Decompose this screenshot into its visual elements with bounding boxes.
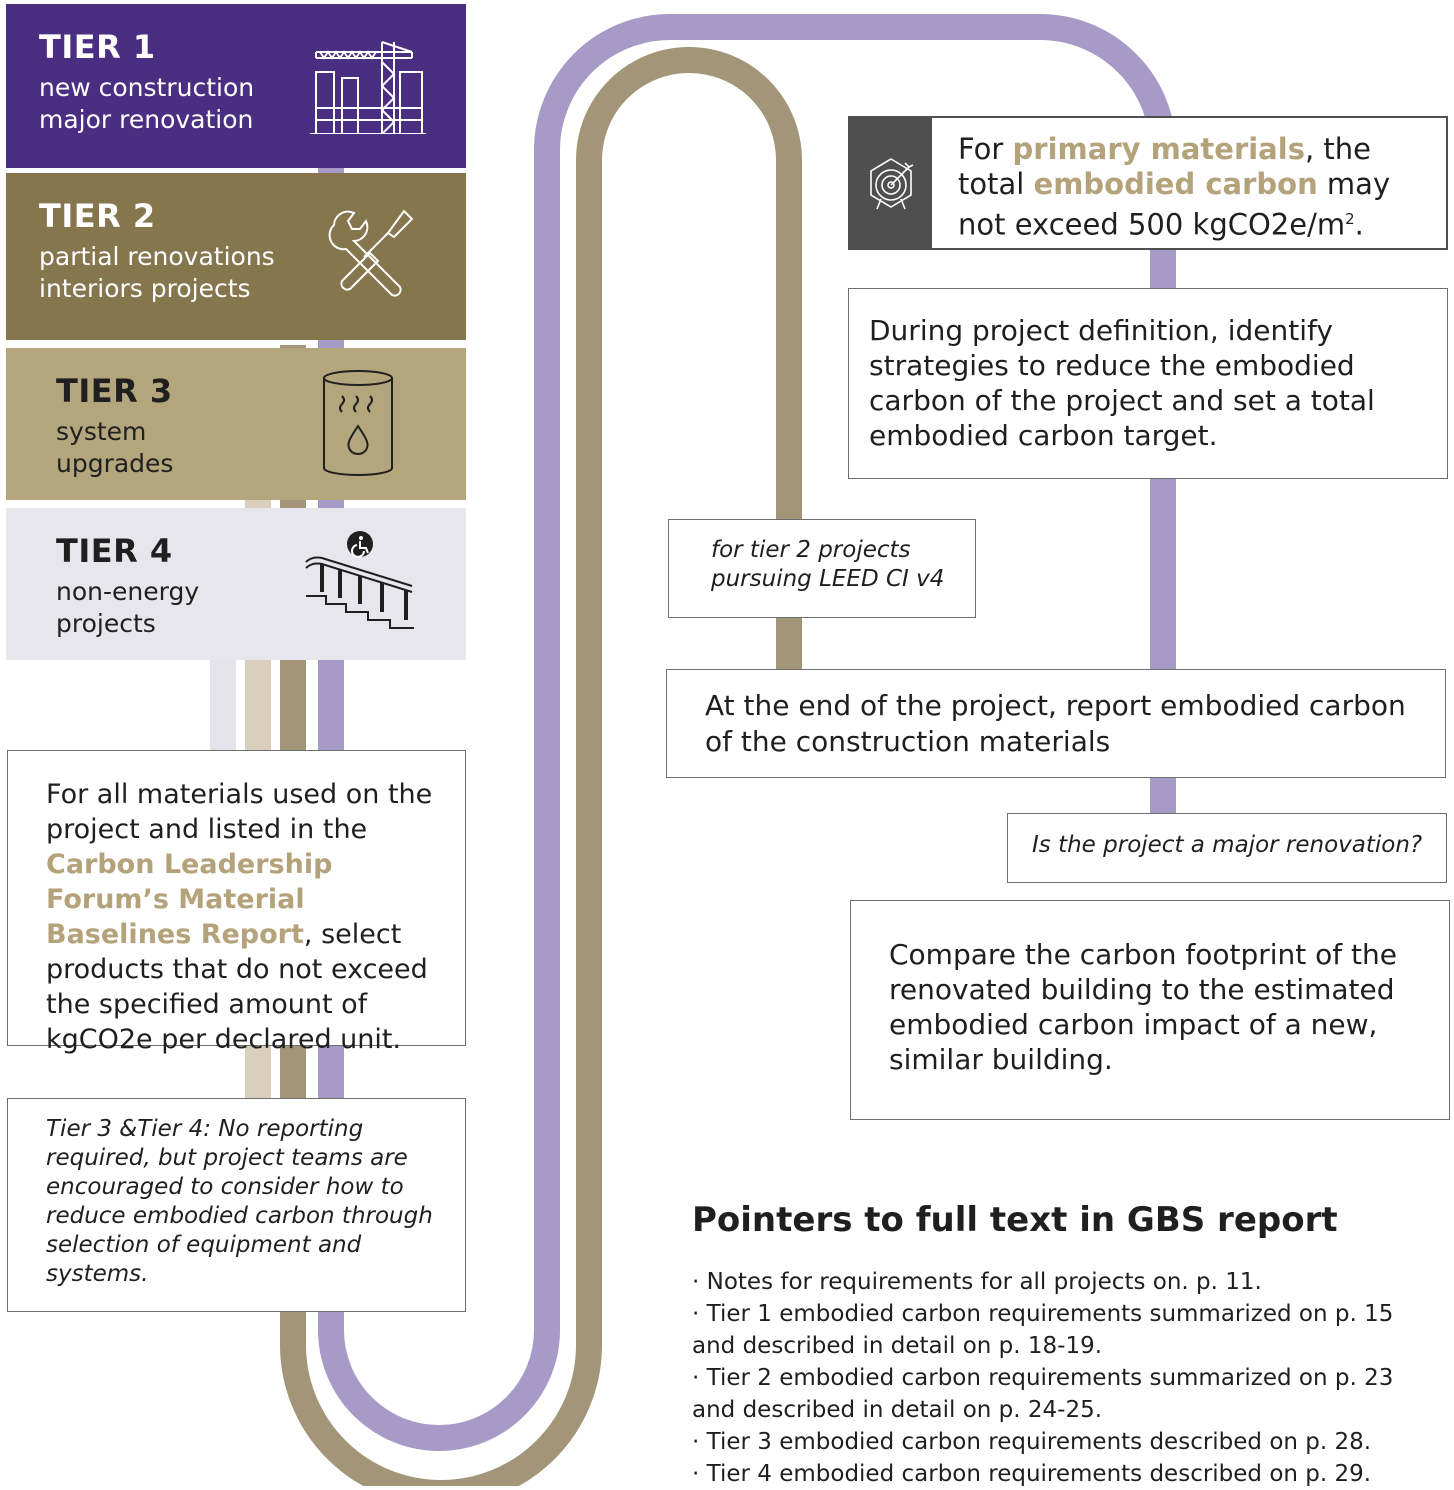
tier-3-4-note-box: Tier 3 &Tier 4: No reporting required, b… [7, 1098, 466, 1312]
materials-highlight: Carbon Leadership Forum’s Material Basel… [46, 849, 333, 950]
major-renovation-question-box: Is the project a major renovation? [1007, 813, 1447, 883]
accessible-stairs-icon [305, 531, 414, 629]
target-text-3: may not exceed 500 kgCO2e/m [958, 167, 1391, 242]
definition-box: During project definition, identify stra… [848, 288, 1448, 479]
pointer-item: · Tier 2 embodied carbon requirements su… [692, 1365, 1394, 1423]
tier-2-note-text: for tier 2 projects pursuing LEED CI v4 [711, 537, 945, 592]
water-heater-icon [323, 370, 393, 476]
pointer-item: · Tier 1 embodied carbon requirements su… [692, 1301, 1394, 1359]
pointers-title: Pointers to full text in GBS report [692, 1200, 1338, 1240]
pointer-item: · Tier 3 embodied carbon requirements de… [692, 1429, 1372, 1455]
crane-icon [310, 41, 426, 134]
major-renovation-question-text: Is the project a major renovation? [1032, 832, 1423, 858]
definition-text: During project definition, identify stra… [869, 314, 1375, 452]
materials-text-pre: For all materials used on the project an… [46, 779, 433, 845]
target-text-4: . [1354, 207, 1364, 242]
pointer-item: · Notes for requirements for all project… [692, 1269, 1262, 1295]
path-tier1-loop [318, 14, 1176, 1451]
compare-text: Compare the carbon footprint of the reno… [889, 938, 1398, 1076]
tier-2-note-box: for tier 2 projects pursuing LEED CI v4 [668, 519, 976, 618]
tools-icon [328, 209, 414, 297]
materials-requirement-box: For all materials used on the project an… [7, 750, 466, 1055]
end-report-text: At the end of the project, report embodi… [705, 689, 1406, 758]
target-highlight-2: embodied carbon [1033, 167, 1318, 201]
tier-2-description: partial renovations interiors projects [39, 242, 275, 303]
pointer-item: · Tier 4 embodied carbon requirements de… [692, 1461, 1372, 1487]
path-tier2-loop [280, 47, 802, 1486]
tier-1-card: TIER 1 new construction major renovation [6, 4, 466, 168]
target-icon-panel [850, 118, 932, 248]
pointers-list: · Notes for requirements for all project… [692, 1266, 1442, 1490]
materials-text-post: , select products that do not exceed the… [46, 919, 428, 1055]
path-tier4 [210, 650, 236, 760]
tier-4-card: TIER 4 non-energy projects [6, 508, 466, 660]
tier-2-card: TIER 2 partial renovations interiors pro… [6, 173, 466, 340]
tier-1-description: new construction major renovation [39, 73, 255, 134]
tier-3-description: system upgrades [56, 417, 174, 478]
target-text: For primary materials, the total embodie… [958, 132, 1438, 243]
end-report-box: At the end of the project, report embodi… [666, 669, 1446, 778]
tier-4-title: TIER 4 [56, 532, 173, 570]
tier-3-4-note-text: Tier 3 &Tier 4: No reporting required, b… [46, 1116, 433, 1287]
tier-1-title: TIER 1 [39, 28, 156, 66]
target-highlight-1: primary materials [1012, 132, 1305, 166]
tier-3-title: TIER 3 [56, 372, 173, 410]
tier-2-title: TIER 2 [39, 197, 156, 235]
tier-3-card: TIER 3 system upgrades [6, 348, 466, 500]
target-superscript: 2 [1345, 210, 1355, 228]
tier-4-description: non-energy projects [56, 577, 200, 638]
target-box: For primary materials, the total embodie… [848, 116, 1448, 250]
target-text-2: , the total [958, 132, 1371, 201]
target-icon [870, 158, 914, 210]
target-text-1: For [958, 132, 1013, 166]
materials-requirement-text: For all materials used on the project an… [46, 777, 446, 1057]
compare-box: Compare the carbon footprint of the reno… [850, 900, 1450, 1120]
